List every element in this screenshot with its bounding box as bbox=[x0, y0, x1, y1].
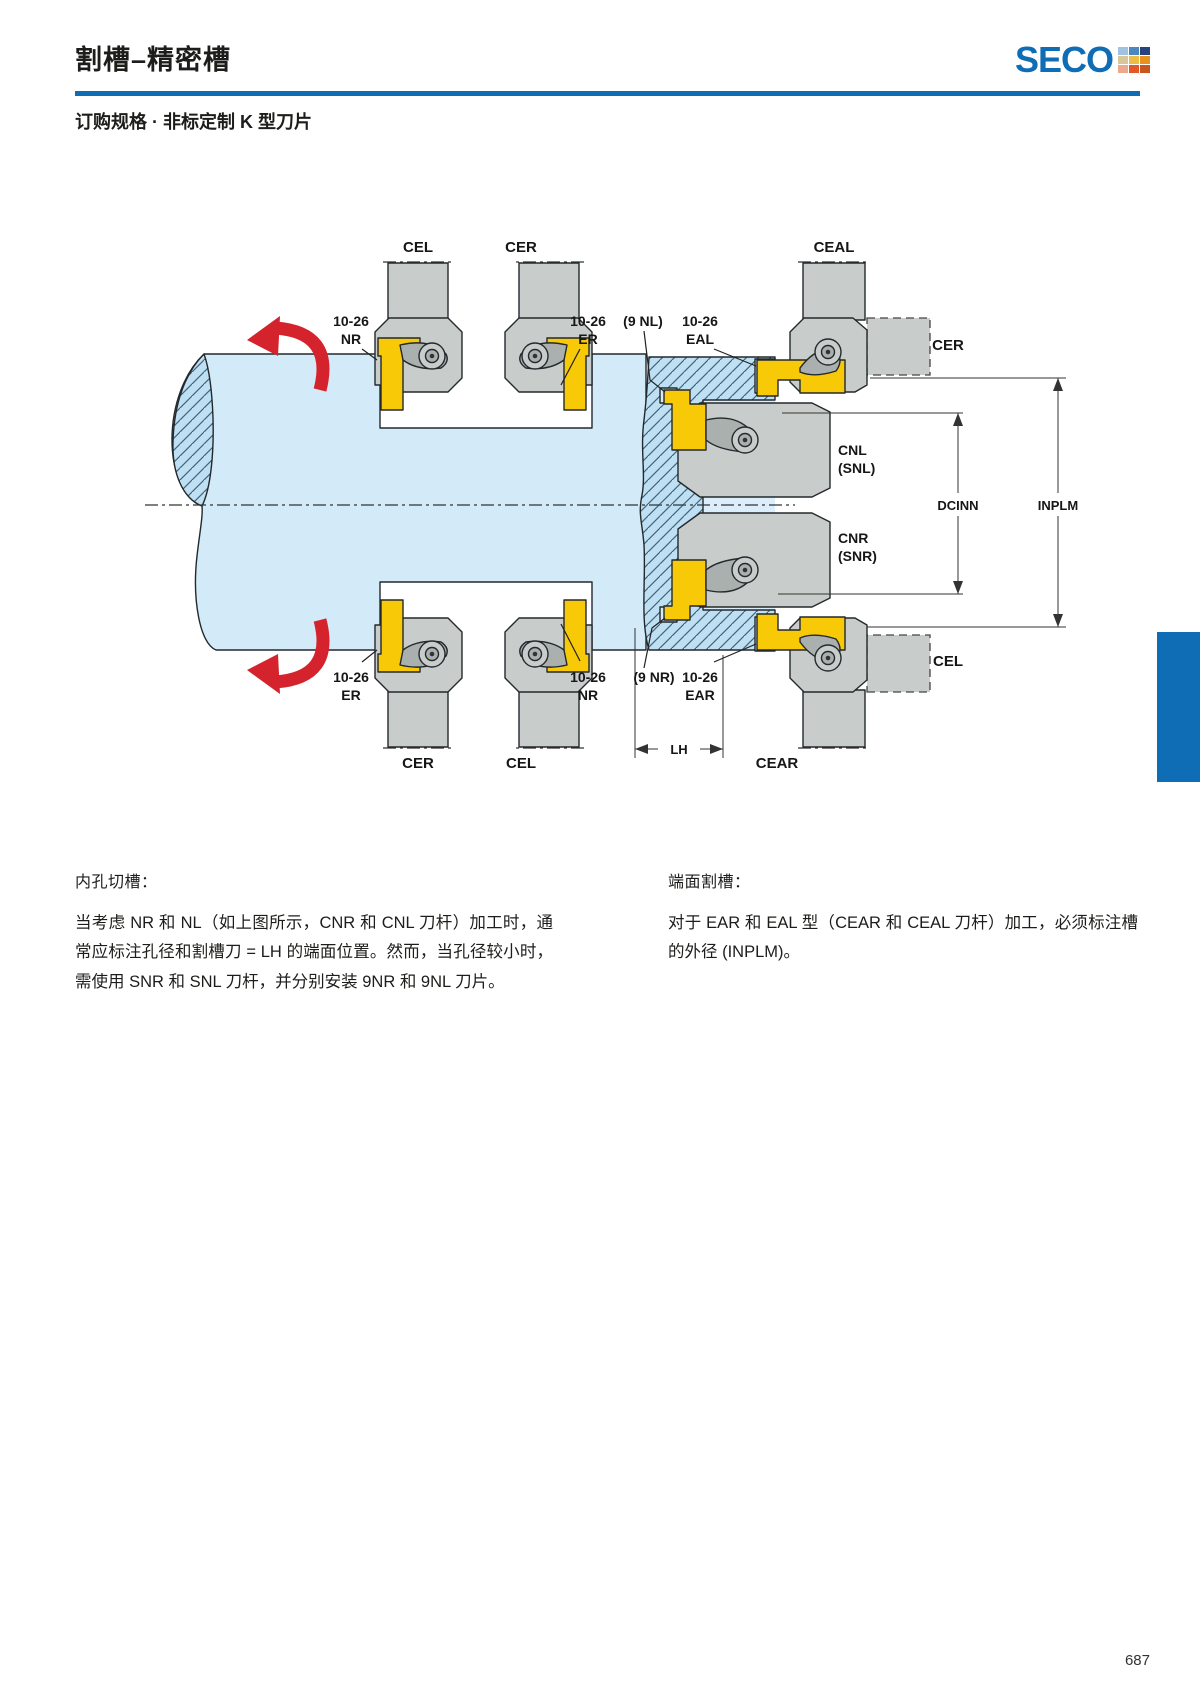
workpiece-break-section bbox=[172, 353, 214, 507]
label-inplm: INPLM bbox=[1038, 498, 1078, 513]
section-body: 当考虑 NR 和 NL（如上图所示，CNR 和 CNL 刀杆）加工时，通常应标注… bbox=[75, 914, 553, 991]
header-divider bbox=[75, 91, 1140, 96]
workpiece bbox=[171, 353, 647, 651]
label-dcinn: DCINN bbox=[937, 498, 978, 513]
seco-logo: SECO bbox=[1015, 42, 1150, 78]
label-cel-top: CEL bbox=[403, 239, 433, 256]
section-heading: 端面割槽： bbox=[668, 874, 751, 891]
label-nr-top: 10-26 bbox=[333, 313, 369, 329]
label-ear-bottom: 10-26 bbox=[682, 669, 718, 685]
holder-ceal-top bbox=[756, 261, 931, 397]
label-er-top: 10-26 bbox=[570, 313, 606, 329]
svg-text:ER: ER bbox=[578, 331, 597, 347]
svg-text:EAL: EAL bbox=[686, 331, 714, 347]
holder-cel-top bbox=[374, 261, 463, 411]
label-9nl: (9 NL) bbox=[623, 313, 663, 329]
boring-bar-cnr bbox=[663, 512, 831, 621]
svg-text:(SNR): (SNR) bbox=[838, 548, 877, 564]
label-cer-top: CER bbox=[505, 239, 537, 256]
label-cer-bottom: CER bbox=[402, 755, 434, 772]
dimension-dcinn: DCINN bbox=[778, 412, 990, 595]
section-body: 对于 EAR 和 EAL 型（CEAR 和 CEAL 刀杆）加工，必须标注槽的外… bbox=[668, 914, 1138, 962]
label-cel-right: CEL bbox=[933, 653, 963, 670]
seco-logo-mosaic-icon bbox=[1118, 47, 1150, 73]
label-cel-bottom: CEL bbox=[506, 755, 536, 772]
svg-text:NR: NR bbox=[578, 687, 598, 703]
section-internal-grooving: 内孔切槽： 当考虑 NR 和 NL（如上图所示，CNR 和 CNL 刀杆）加工时… bbox=[75, 868, 553, 997]
label-ceal-top: CEAL bbox=[814, 239, 855, 256]
chapter-edge-tab bbox=[1157, 632, 1200, 782]
label-lh: LH bbox=[670, 742, 687, 757]
svg-text:EAR: EAR bbox=[685, 687, 715, 703]
section-face-grooving: 端面割槽： 对于 EAR 和 EAL 型（CEAR 和 CEAL 刀杆）加工，必… bbox=[668, 868, 1138, 968]
rotation-arrow-bottom bbox=[247, 618, 330, 694]
page-subtitle: 订购规格 · 非标定制 K 型刀片 bbox=[75, 112, 312, 132]
label-cnl: CNL bbox=[838, 442, 867, 458]
leader-lines bbox=[361, 330, 757, 669]
label-er-bottom: 10-26 bbox=[333, 669, 369, 685]
section-heading: 内孔切槽： bbox=[75, 874, 158, 891]
svg-text:ER: ER bbox=[341, 687, 360, 703]
rotation-arrow-top bbox=[247, 316, 330, 392]
dimension-inplm: INPLM bbox=[867, 377, 1090, 628]
boring-bar-cnl bbox=[663, 389, 831, 498]
page-number: 687 bbox=[1124, 1652, 1150, 1669]
label-eal-top: 10-26 bbox=[682, 313, 718, 329]
label-cnr: CNR bbox=[838, 530, 868, 546]
dimension-lh: LH bbox=[634, 628, 724, 759]
seco-logo-text: SECO bbox=[1014, 39, 1114, 80]
holder-cear-bottom bbox=[756, 613, 931, 749]
label-cear-bottom: CEAR bbox=[756, 755, 799, 772]
label-cer-right: CER bbox=[932, 337, 964, 354]
holder-cer-bottom bbox=[374, 599, 463, 749]
svg-text:(SNL): (SNL) bbox=[838, 460, 875, 476]
label-nr-bottom: 10-26 bbox=[570, 669, 606, 685]
page-title: 割槽–精密槽 bbox=[75, 45, 232, 75]
label-9nr: (9 NR) bbox=[633, 669, 674, 685]
svg-text:NR: NR bbox=[341, 331, 361, 347]
tooling-diagram: DCINN INPLM LH CEL CER CEAL 10-26 NR 1 bbox=[145, 239, 1090, 772]
